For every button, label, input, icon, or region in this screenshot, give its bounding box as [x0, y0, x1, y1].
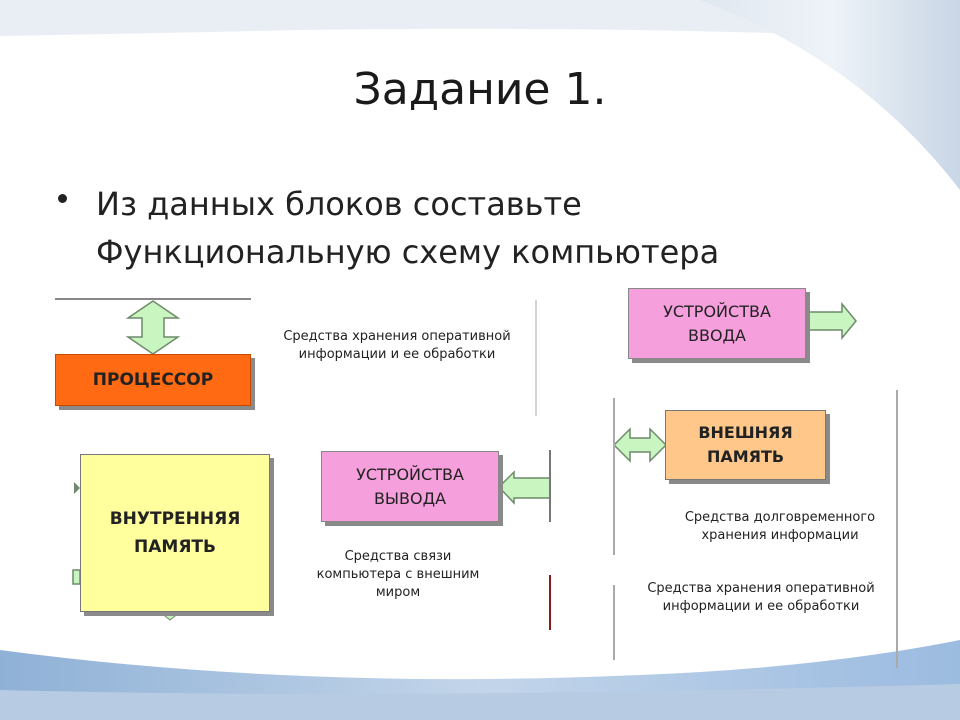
input-devices-block: УСТРОЙСТВА ВВОДА — [628, 288, 806, 359]
processor-block: ПРОЦЕССОР — [55, 354, 251, 406]
note-long-term-storage: Средства долговременного хранения информ… — [684, 510, 876, 543]
note-ram-processing-duplicate: Средства хранения оперативной информации… — [647, 581, 875, 614]
bullet-text: Из данных блоков составьте Функциональну… — [96, 185, 720, 271]
note-ram-processing: Средства хранения оперативной информации… — [283, 329, 511, 362]
bullet-dot-icon — [58, 194, 67, 203]
output-devices-block: УСТРОЙСТВА ВЫВОДА — [321, 451, 499, 522]
note-io-communication: Средства связи компьютера с внешним миро… — [316, 549, 480, 600]
external-memory-block: ВНЕШНЯЯ ПАМЯТЬ — [665, 410, 826, 480]
external-memory-label: ВНЕШНЯЯ ПАМЯТЬ — [698, 423, 793, 466]
output-devices-label: УСТРОЙСТВА ВЫВОДА — [356, 464, 464, 508]
slide-title: Задание 1. — [353, 64, 607, 115]
internal-memory-block: ВНУТРЕННЯЯ ПАМЯТЬ — [80, 454, 270, 612]
input-devices-label: УСТРОЙСТВА ВВОДА — [663, 301, 771, 345]
internal-memory-label: ВНУТРЕННЯЯ ПАМЯТЬ — [109, 509, 241, 557]
